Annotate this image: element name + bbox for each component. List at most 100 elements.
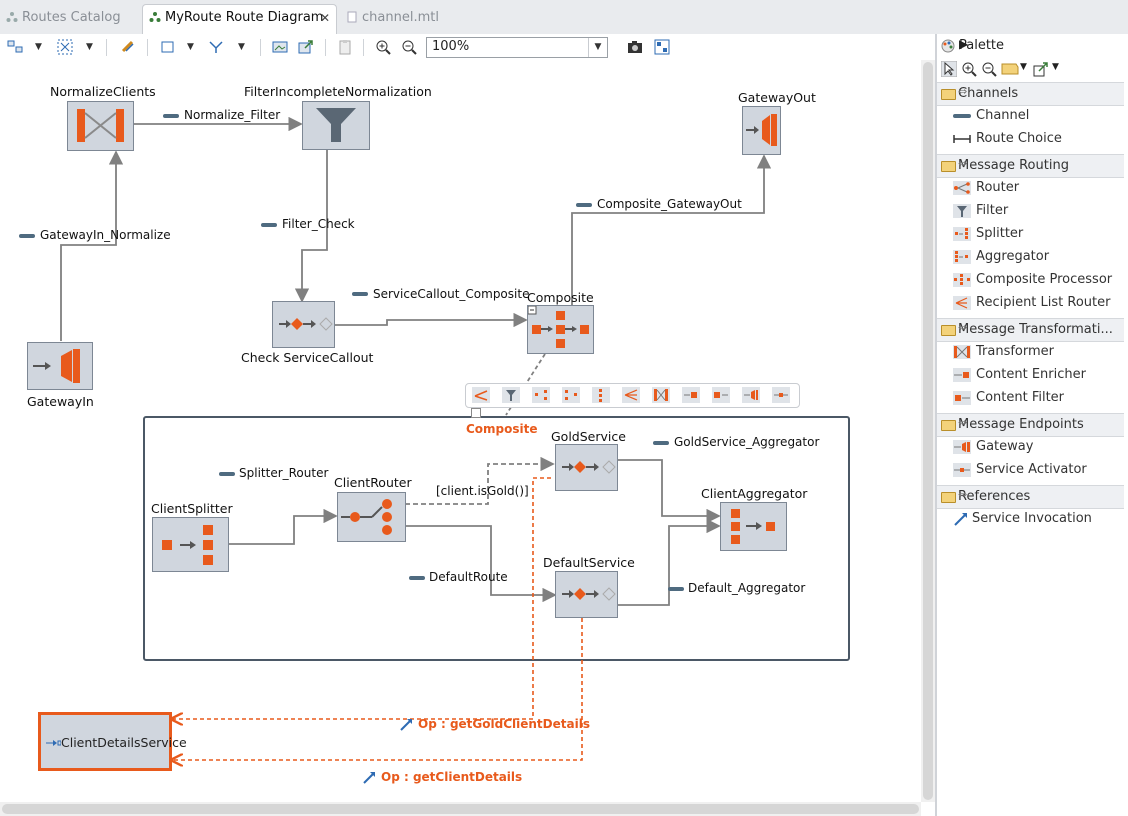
palette-category-message-endpoints[interactable]: Message Endpoints ⇔ (937, 413, 1124, 437)
palette-item-route-choice[interactable]: Route Choice (953, 129, 1123, 149)
select-all-icon[interactable] (7, 39, 23, 55)
chevron-down-icon[interactable]: ▼ (1052, 62, 1059, 72)
palette-category-message-transformation[interactable]: Message Transformati... ⇔ (937, 318, 1124, 342)
transformer-node-normalize-clients[interactable] (67, 101, 134, 151)
horizontal-scrollbar[interactable] (0, 802, 921, 816)
tab-channel-mtl[interactable]: channel.mtl (340, 5, 460, 32)
folder-icon (941, 325, 956, 336)
collapse-icon[interactable]: ⇔ (958, 416, 968, 429)
palette-item-filter[interactable]: Filter (953, 201, 1123, 221)
router-node-client-router[interactable] (337, 492, 406, 542)
recipient-list-icon (953, 296, 971, 310)
vertical-scrollbar[interactable] (921, 60, 935, 802)
chevron-down-icon[interactable]: ▼ (588, 38, 607, 57)
collapse-icon[interactable]: ⇔ (958, 321, 968, 334)
tab-routes-catalog[interactable]: Routes Catalog (0, 5, 140, 32)
palette-item-splitter[interactable]: Splitter (953, 224, 1123, 244)
zoom-value: 100% (432, 39, 470, 54)
chevron-down-icon[interactable]: ▼ (35, 42, 42, 52)
palette-divider[interactable] (935, 34, 937, 816)
scroll-thumb[interactable] (923, 62, 933, 800)
chevron-down-icon[interactable]: ▼ (238, 42, 245, 52)
collapse-icon[interactable]: ⇔ (958, 157, 968, 170)
diagram-canvas[interactable]: NormalizeClients FilterIncompleteNormali… (0, 60, 921, 802)
aggregator-tool-icon (562, 387, 580, 403)
router-icon (341, 499, 392, 535)
palette-category-message-routing[interactable]: Message Routing ⇔ (937, 154, 1124, 178)
note-icon[interactable] (1001, 63, 1019, 75)
tab-label: channel.mtl (362, 10, 439, 25)
palette-panel: Palette ▶ ▼ ▼ Channels ⇔ Channel Route C… (937, 34, 1128, 816)
chevron-right-icon[interactable]: ▶ (959, 37, 969, 51)
channel-icon (953, 114, 971, 118)
palette-item-service-invocation[interactable]: Service Invocation (953, 509, 1123, 529)
chevron-down-icon[interactable]: ▼ (187, 42, 194, 52)
service-activator-node-check[interactable] (272, 301, 335, 348)
palette-item-gateway[interactable]: Gateway (953, 437, 1123, 457)
gateway-node-gateway-out[interactable] (742, 106, 781, 155)
service-activator-node-default[interactable] (555, 571, 618, 618)
channel-marker (576, 203, 592, 207)
edge-default-aggregator (617, 518, 721, 606)
arrange-icon[interactable] (57, 39, 73, 55)
palette-item-transformer[interactable]: Transformer (953, 342, 1123, 362)
edge-filter-check (294, 150, 328, 303)
palette-header[interactable]: Palette ▶ (937, 34, 1128, 58)
zoom-in-icon[interactable] (961, 61, 977, 77)
shape-icon[interactable] (160, 39, 176, 55)
composite-node[interactable] (527, 305, 594, 354)
channel-label: DefaultRoute (429, 570, 508, 584)
palette-item-content-enricher[interactable]: Content Enricher (953, 365, 1123, 385)
composite-container[interactable] (143, 416, 850, 661)
palette-category-channels[interactable]: Channels ⇔ (937, 82, 1124, 106)
service-invocation-icon (400, 719, 412, 731)
splitter-icon (953, 227, 971, 241)
palette-category-references[interactable]: References ⇔ (937, 485, 1124, 509)
export-icon[interactable] (298, 39, 314, 55)
container-label: Composite (466, 422, 538, 436)
chevron-down-icon[interactable]: ▼ (1020, 62, 1027, 72)
zoom-combo[interactable]: 100% ▼ (426, 37, 608, 58)
zoom-out-icon[interactable] (401, 39, 417, 55)
collapse-icon[interactable]: ⇔ (958, 85, 968, 98)
anchor-handle[interactable] (471, 408, 481, 418)
palette-item-channel[interactable]: Channel (953, 106, 1123, 126)
content-filter-tool-icon (712, 387, 730, 403)
channel-marker (653, 441, 669, 445)
zoom-out-icon[interactable] (981, 61, 997, 77)
tab-myroute-route-diagram[interactable]: MyRoute Route Diagram ✕ (142, 4, 337, 34)
aggregator-node-client-aggregator[interactable] (720, 502, 787, 551)
node-label: Check ServiceCallout (241, 350, 374, 365)
collapse-icon[interactable]: ⇔ (958, 488, 968, 501)
note-link-icon[interactable] (1033, 61, 1049, 77)
link-icon[interactable] (120, 39, 136, 55)
camera-icon[interactable] (627, 39, 643, 55)
service-invocation-node-client-details[interactable]: ClientDetailsService (38, 712, 187, 771)
palette-item-content-filter[interactable]: Content Filter (953, 388, 1123, 408)
layout-icon[interactable] (654, 39, 670, 55)
toolbar-separator (147, 39, 148, 56)
channel-label: Splitter_Router (239, 466, 329, 480)
clipboard-icon[interactable] (337, 39, 353, 55)
palette-item-aggregator[interactable]: Aggregator (953, 247, 1123, 267)
node-label: ClientSplitter (151, 501, 233, 516)
chevron-down-icon[interactable]: ▼ (86, 42, 93, 52)
palette-item-service-activator[interactable]: Service Activator (953, 460, 1123, 480)
item-label: Recipient List Router (976, 295, 1111, 310)
edge-gold-aggregator (617, 459, 721, 524)
select-arrow-icon[interactable] (941, 61, 957, 77)
filter-node-filter-incomplete[interactable] (302, 101, 370, 150)
splitter-node-client-splitter[interactable] (152, 517, 229, 572)
route-icon[interactable] (208, 39, 224, 55)
gateway-node-gateway-in[interactable] (27, 342, 93, 390)
close-icon[interactable]: ✕ (319, 11, 330, 25)
palette-item-composite-processor[interactable]: Composite Processor (953, 270, 1123, 290)
zoom-in-icon[interactable] (375, 39, 391, 55)
service-activator-node-gold[interactable] (555, 444, 618, 491)
palette-item-router[interactable]: Router (953, 178, 1123, 198)
transformer-icon (953, 345, 971, 359)
palette-item-recipient-list-router[interactable]: Recipient List Router (953, 293, 1123, 313)
scroll-thumb[interactable] (2, 804, 919, 814)
node-label: DefaultService (543, 555, 635, 570)
image-icon[interactable] (272, 39, 288, 55)
